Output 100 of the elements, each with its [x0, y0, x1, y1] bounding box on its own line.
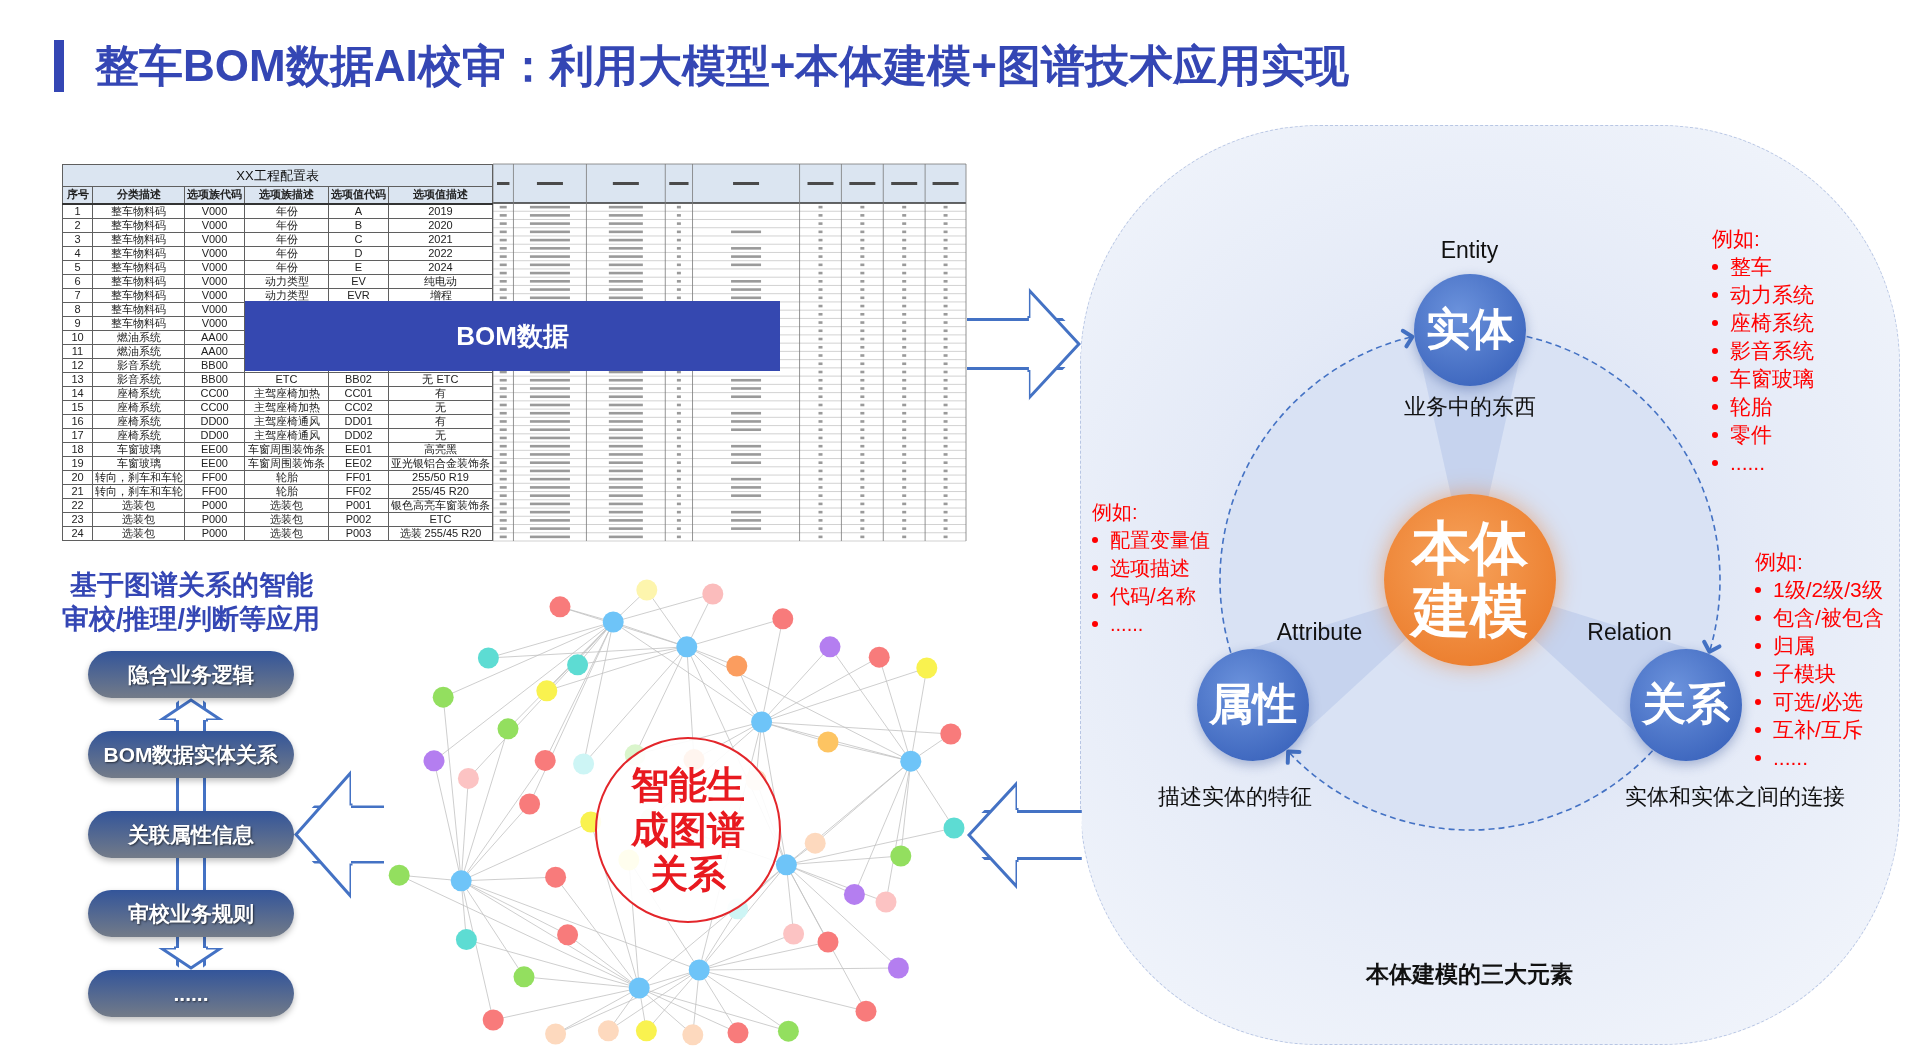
table-cell: 年份	[244, 260, 329, 274]
table-cell: 年份	[244, 203, 329, 218]
table-cell: EV	[328, 274, 389, 288]
table-cell: 座椅系统	[92, 414, 185, 428]
table-cell: 2	[62, 218, 93, 232]
table-cell: 有	[388, 386, 493, 400]
table-cell: V000	[184, 288, 245, 302]
table-cell: 17	[62, 428, 93, 442]
example-item: 子模块	[1773, 662, 1836, 686]
table-cell: 有	[388, 414, 493, 428]
table-cell: 选装包	[92, 526, 185, 540]
step-pill: ......	[88, 970, 294, 1017]
table-cell: DD02	[328, 428, 389, 442]
step-pill: 关联属性信息	[88, 811, 294, 858]
table-cell: CC02	[328, 400, 389, 414]
table-cell: 18	[62, 442, 93, 456]
table-cell: E	[328, 260, 389, 274]
table-cell: A	[328, 203, 389, 218]
table-cell: 年份	[244, 232, 329, 246]
concept-description: 描述实体的特征	[1157, 783, 1312, 810]
table-cell: 2020	[388, 218, 493, 232]
table-cell: ETC	[388, 512, 493, 526]
example-item: 归属	[1773, 634, 1815, 658]
table-cell: 选装包	[92, 498, 185, 512]
data-banner: BOM数据	[245, 301, 780, 371]
example-item: 座椅系统	[1730, 311, 1814, 335]
example-item: 互补/互斥	[1773, 718, 1863, 742]
table-cell: 燃油系统	[92, 330, 185, 344]
table-cell: 轮胎	[244, 470, 329, 484]
example-item: 包含/被包含	[1773, 606, 1884, 630]
table-cell: 21	[62, 484, 93, 498]
table-cell: 轮胎	[244, 484, 329, 498]
table-cell: 1	[62, 203, 93, 218]
table-cell: ETC	[244, 372, 329, 386]
table-cell: 整车物料码	[92, 260, 185, 274]
table-cell: EE00	[184, 456, 245, 470]
example-item: 零件	[1730, 423, 1772, 447]
table-cell: 影音系统	[92, 358, 185, 372]
table-cell: FF02	[328, 484, 389, 498]
example-item: 影音系统	[1730, 339, 1814, 363]
table-cell: 整车物料码	[92, 288, 185, 302]
table-cell: 整车物料码	[92, 316, 185, 330]
table-cell: P000	[184, 512, 245, 526]
table-cell: P003	[328, 526, 389, 540]
table-cell: V000	[184, 218, 245, 232]
table-cell: DD00	[184, 414, 245, 428]
connector-shaft	[176, 778, 206, 811]
table-cell: CC00	[184, 400, 245, 414]
table-cell: EE01	[328, 442, 389, 456]
table-cell: 14	[62, 386, 93, 400]
table-cell: 座椅系统	[92, 386, 185, 400]
table-cell: DD00	[184, 428, 245, 442]
table-cell: FF00	[184, 470, 245, 484]
table-cell: 选装包	[92, 512, 185, 526]
table-cell: 8	[62, 302, 93, 316]
table-cell: FF00	[184, 484, 245, 498]
table-cell: DD01	[328, 414, 389, 428]
table-cell: V000	[184, 260, 245, 274]
table-cell: BB00	[184, 372, 245, 386]
table-cell: 11	[62, 344, 93, 358]
table-cell: P002	[328, 512, 389, 526]
table-cell: 9	[62, 316, 93, 330]
table-cell: 2019	[388, 203, 493, 218]
example-item: ......	[1730, 451, 1765, 475]
table-cell: V000	[184, 232, 245, 246]
example-item: 整车	[1730, 255, 1772, 279]
table-cell: 23	[62, 512, 93, 526]
step-pill: 隐含业务逻辑	[88, 651, 294, 698]
table-cell: 燃油系统	[92, 344, 185, 358]
table-cell: 10	[62, 330, 93, 344]
cycle-arrow	[1219, 329, 1415, 654]
table-cell: 7	[62, 288, 93, 302]
table-title: XX工程配置表	[62, 164, 493, 187]
example-item: ......	[1773, 746, 1808, 770]
table-cell: EE02	[328, 456, 389, 470]
table-cell: V000	[184, 302, 245, 316]
step-pill: 审校业务规则	[88, 890, 294, 937]
english-term: Entity	[1440, 236, 1499, 263]
table-cell: 银色高亮车窗装饰条	[388, 498, 493, 512]
example-item: 车窗玻璃	[1730, 367, 1814, 391]
table-cell: 选装包	[244, 512, 329, 526]
table-cell: 车窗周围装饰条	[244, 442, 329, 456]
example-item: 代码/名称	[1110, 584, 1196, 608]
table-cell: AA00	[184, 330, 245, 344]
highlight-circle: 智能生成图谱关系	[595, 737, 781, 923]
table-cell: 4	[62, 246, 93, 260]
table-cell: 车窗玻璃	[92, 442, 185, 456]
example-item: ......	[1110, 612, 1144, 636]
table-cell: 2024	[388, 260, 493, 274]
table-cell: 19	[62, 456, 93, 470]
table-cell: 选装 255/45 R20	[388, 526, 493, 540]
table-cell: 整车物料码	[92, 274, 185, 288]
concept-circle: 实体	[1413, 273, 1526, 386]
table-cell: 15	[62, 400, 93, 414]
table-cell: 255/50 R19	[388, 470, 493, 484]
example-item: 可选/必选	[1773, 690, 1863, 714]
table-cell: 影音系统	[92, 372, 185, 386]
table-cell: 整车物料码	[92, 246, 185, 260]
table-cell: 255/45 R20	[388, 484, 493, 498]
table-cell: C	[328, 232, 389, 246]
